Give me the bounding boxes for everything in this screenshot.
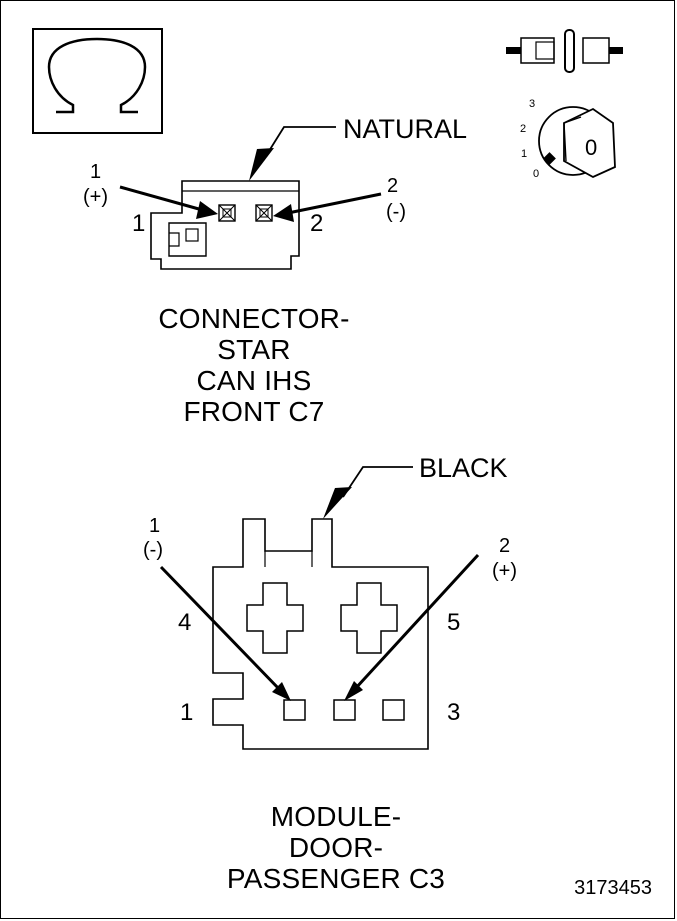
connector1-name-line: CONNECTOR- (158, 303, 350, 334)
connector2-pin2-polarity: (+) (492, 560, 517, 582)
ignition-key-label: 0 (585, 135, 597, 160)
connector1-name-line: CAN IHS (196, 365, 312, 396)
connector2-name-line: DOOR- (288, 832, 384, 863)
connector2-cavity-4: 4 (178, 609, 191, 636)
connector2-name-line: MODULE- (270, 801, 402, 832)
connector2-name-line: PASSENGER C3 (226, 863, 446, 894)
connector2-pin1-number: 1 (149, 515, 160, 537)
connector-star-can-ihs: NATURAL 1 (+) 2 (-) 1 2 (83, 114, 467, 270)
connector2-cavity-5: 5 (447, 609, 460, 636)
connector2-color-label: BLACK (419, 453, 508, 483)
ignition-position-3: 3 (529, 98, 535, 110)
ignition-position-1: 1 (521, 148, 527, 160)
connector1-cavity-2: 2 (310, 210, 323, 237)
terminal-2 (255, 204, 273, 222)
connector1-name-line: STAR (217, 334, 291, 365)
terminal-1 (218, 204, 236, 222)
connector2-name: MODULE- DOOR- PASSENGER C3 (191, 801, 481, 894)
connector1-pin1-polarity: (+) (83, 186, 108, 208)
connector2-cavity-3: 3 (447, 699, 460, 726)
figure-id: 3173453 (574, 877, 652, 899)
connector-disconnected-icon (506, 29, 623, 73)
connector1-pin2-polarity: (-) (386, 201, 406, 223)
connector2-pin1-polarity: (-) (143, 539, 163, 561)
ignition-key-icon: 3 2 1 0 0 (520, 98, 616, 180)
connector2-cavity-1: 1 (180, 699, 193, 726)
cavity-square-1 (283, 699, 306, 721)
connector2-pin2-number: 2 (499, 535, 510, 557)
connector1-name: CONNECTOR- STAR CAN IHS FRONT C7 (121, 303, 387, 427)
ohm-symbol-icon (32, 28, 163, 134)
connector1-name-line: FRONT C7 (183, 396, 325, 427)
connector1-pin2-number: 2 (387, 175, 398, 197)
connector1-cavity-1: 1 (132, 210, 145, 237)
ignition-position-2: 2 (520, 123, 526, 135)
connector1-pin1-number: 1 (90, 161, 101, 183)
cavity-square-3 (382, 699, 405, 721)
connector-module-door-passenger: BLACK 1 (-) 2 (+) 4 5 1 3 (143, 453, 517, 750)
connector1-color-label: NATURAL (343, 114, 467, 144)
ignition-position-0: 0 (533, 168, 539, 180)
cavity-square-2 (333, 699, 356, 721)
